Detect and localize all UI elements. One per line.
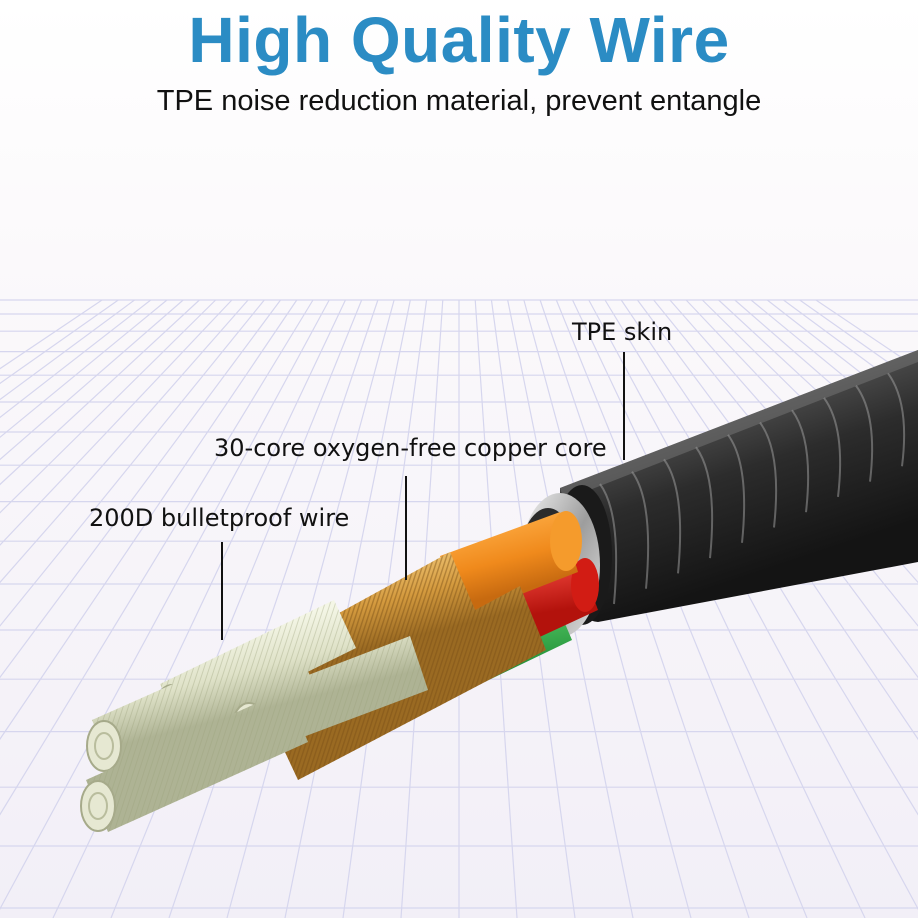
- jacket-ridge: [759, 421, 778, 528]
- page-subtitle: TPE noise reduction material, prevent en…: [156, 85, 762, 117]
- fiber-strand-2: [86, 632, 312, 772]
- grid-line: [0, 299, 233, 546]
- grid-line: [168, 299, 379, 918]
- jacket-ridge: [791, 409, 810, 513]
- jacket-ridge: [599, 483, 618, 605]
- orange-conductor: [440, 511, 582, 618]
- tpe-skin-label: TPE skin: [572, 318, 673, 346]
- bulletproof-wire-label: 200D bulletproof wire: [89, 504, 350, 532]
- jacket-ridge: [727, 434, 746, 543]
- jacket-ridge: [695, 446, 714, 559]
- grid-line: [0, 299, 282, 679]
- grid-line: [0, 299, 314, 816]
- grid-line: [0, 299, 330, 911]
- grid-line: [0, 299, 184, 461]
- grid-line: [620, 299, 918, 741]
- jacket-ridge: [631, 471, 650, 589]
- grid-line: [0, 299, 249, 584]
- page-title: High Quality Wire: [188, 4, 730, 76]
- copper-core-label: 30-core oxygen-free copper core: [214, 434, 607, 462]
- grid-line: [653, 299, 918, 627]
- grid-line: [226, 299, 395, 918]
- grid-line: [110, 299, 363, 918]
- grid-line: [636, 299, 918, 679]
- grid-line: [588, 299, 918, 911]
- jacket-ridge: [663, 458, 682, 574]
- grid-line: [0, 299, 200, 486]
- jacket-ridge: [855, 385, 874, 482]
- jacket-ridge: [823, 397, 842, 498]
- grid-line: [0, 299, 168, 439]
- grid-line: [0, 299, 298, 741]
- jacket-ridge: [887, 372, 906, 467]
- grid-line: [0, 299, 265, 627]
- grid-line: [604, 299, 918, 816]
- grid-line: [0, 299, 152, 419]
- grid-line: [555, 299, 808, 918]
- grid-line: [669, 299, 918, 584]
- grid-line: [572, 299, 866, 918]
- fiber-strand-4: [80, 690, 308, 832]
- grid-line: [0, 299, 217, 514]
